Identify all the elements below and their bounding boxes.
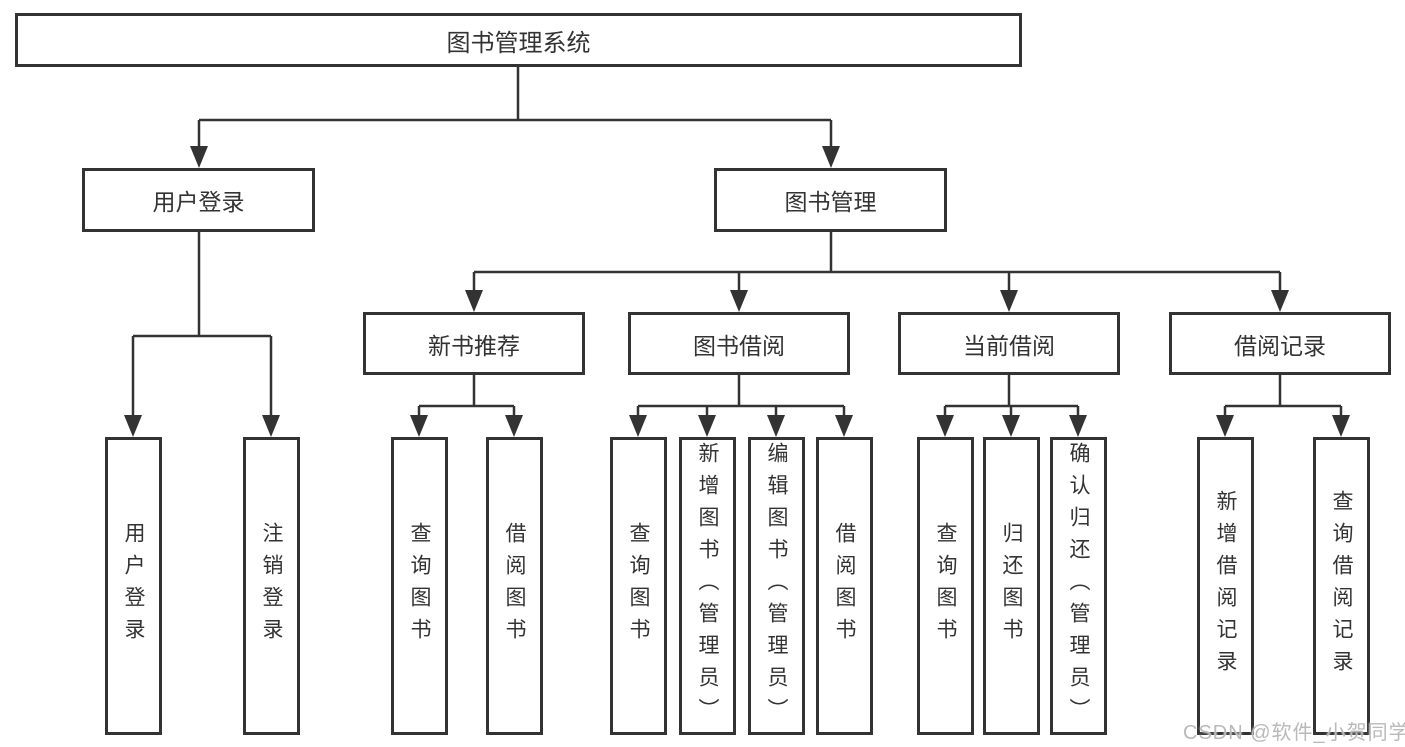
- node-current-borrow: 当前借阅: [898, 312, 1120, 375]
- node-book-borrow: 图书借阅: [628, 312, 850, 375]
- leaf-confirm-return-admin-label: 确认归还（管理员）: [1067, 442, 1091, 730]
- leaf-borrow-book-1-label: 借阅图书: [503, 522, 527, 650]
- leaf-confirm-return-admin: 确认归还（管理员）: [1050, 437, 1107, 735]
- node-user-login: 用户登录: [82, 168, 315, 232]
- node-book-management: 图书管理: [714, 168, 947, 232]
- leaf-query-borrow-record-label: 查询借阅记录: [1330, 490, 1354, 682]
- leaf-borrow-book-2-label: 借阅图书: [833, 522, 857, 650]
- leaf-query-borrow-record: 查询借阅记录: [1313, 437, 1370, 735]
- node-current-borrow-label: 当前借阅: [963, 332, 1055, 359]
- leaf-edit-book-admin-label: 编辑图书（管理员）: [765, 442, 789, 730]
- leaf-query-book-3-label: 查询图书: [934, 522, 958, 650]
- leaf-add-book-admin: 新增图书（管理员）: [679, 437, 736, 735]
- node-book-borrow-label: 图书借阅: [693, 332, 785, 359]
- leaf-logout-label: 注销登录: [260, 522, 284, 650]
- node-user-login-label: 用户登录: [152, 189, 245, 215]
- leaf-query-book-3: 查询图书: [917, 437, 974, 735]
- leaf-return-book: 归还图书: [983, 437, 1040, 735]
- leaf-query-book-2-label: 查询图书: [627, 522, 651, 650]
- node-book-management-label: 图书管理: [784, 189, 877, 215]
- leaf-query-book-1: 查询图书: [391, 437, 448, 735]
- node-new-book-recommend: 新书推荐: [363, 312, 585, 375]
- node-root-system: 图书管理系统: [15, 13, 1022, 67]
- leaf-user-login: 用户登录: [105, 437, 162, 735]
- node-new-book-recommend-label: 新书推荐: [428, 332, 520, 359]
- node-borrow-record: 借阅记录: [1169, 312, 1391, 375]
- leaf-query-book-2: 查询图书: [610, 437, 667, 735]
- csdn-watermark: CSDN @软件_小贺同学: [1183, 722, 1405, 744]
- leaf-user-login-label: 用户登录: [122, 522, 146, 650]
- node-root-label: 图书管理系统: [446, 29, 591, 57]
- leaf-return-book-label: 归还图书: [1000, 522, 1024, 650]
- leaf-borrow-book-2: 借阅图书: [816, 437, 873, 735]
- leaf-add-book-admin-label: 新增图书（管理员）: [696, 442, 720, 730]
- leaf-query-book-1-label: 查询图书: [408, 522, 432, 650]
- leaf-borrow-book-1: 借阅图书: [486, 437, 543, 735]
- leaf-edit-book-admin: 编辑图书（管理员）: [748, 437, 805, 735]
- leaf-logout: 注销登录: [243, 437, 300, 735]
- leaf-add-borrow-record-label: 新增借阅记录: [1214, 490, 1238, 682]
- node-borrow-record-label: 借阅记录: [1234, 332, 1326, 359]
- leaf-add-borrow-record: 新增借阅记录: [1197, 437, 1254, 735]
